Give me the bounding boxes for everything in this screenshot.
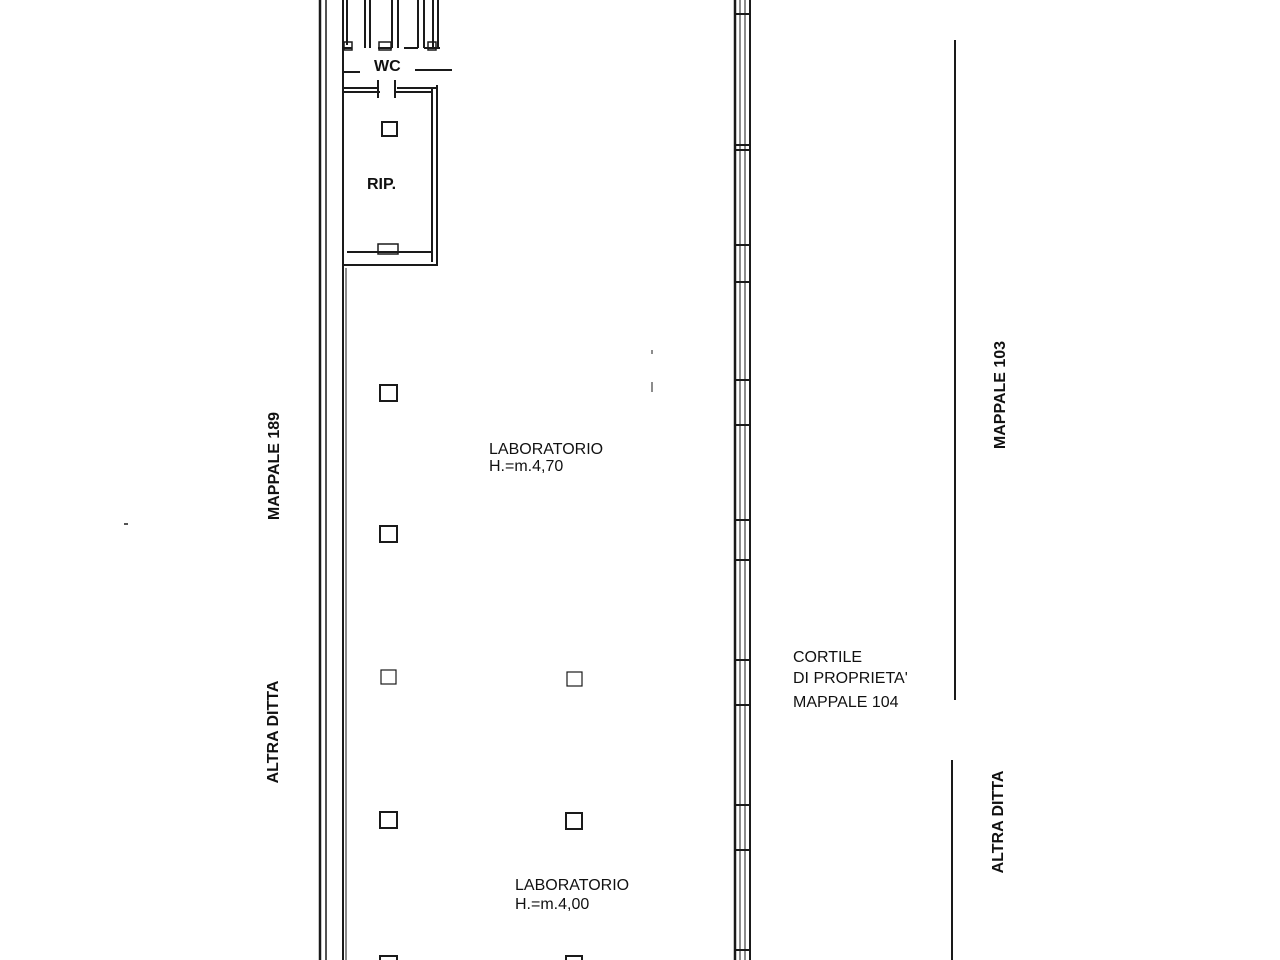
column	[566, 671, 583, 687]
column	[565, 812, 583, 830]
storage-label: RIP.	[367, 176, 397, 193]
column	[380, 669, 397, 685]
lab-upper-name: LABORATORIO	[489, 441, 604, 458]
wc-label: WC	[374, 58, 401, 75]
column	[379, 384, 398, 402]
wc-fixture-1	[343, 41, 353, 51]
lab-upper-height: H.=m.4,70	[489, 458, 564, 475]
left-parcel-label: MAPPALE 189	[266, 411, 283, 521]
right-owner-label: ALTRA DITTA	[990, 770, 1007, 874]
courtyard-line-2: DI PROPRIETA'	[793, 670, 908, 687]
lab-lower-height: H.=m.4,00	[515, 896, 590, 913]
wc-fixture-2	[378, 41, 392, 51]
courtyard-line-3: MAPPALE 104	[793, 694, 899, 711]
column	[379, 525, 398, 543]
left-owner-label: ALTRA DITTA	[265, 680, 282, 784]
storage-door	[377, 243, 399, 255]
column	[379, 955, 398, 960]
right-parcel-label: MAPPALE 103	[992, 340, 1009, 450]
column	[381, 121, 398, 137]
wc-fixture-3	[427, 41, 437, 51]
column	[565, 955, 583, 960]
column	[379, 811, 398, 829]
lab-lower-name: LABORATORIO	[515, 877, 630, 894]
courtyard-line-1: CORTILE	[793, 649, 863, 666]
